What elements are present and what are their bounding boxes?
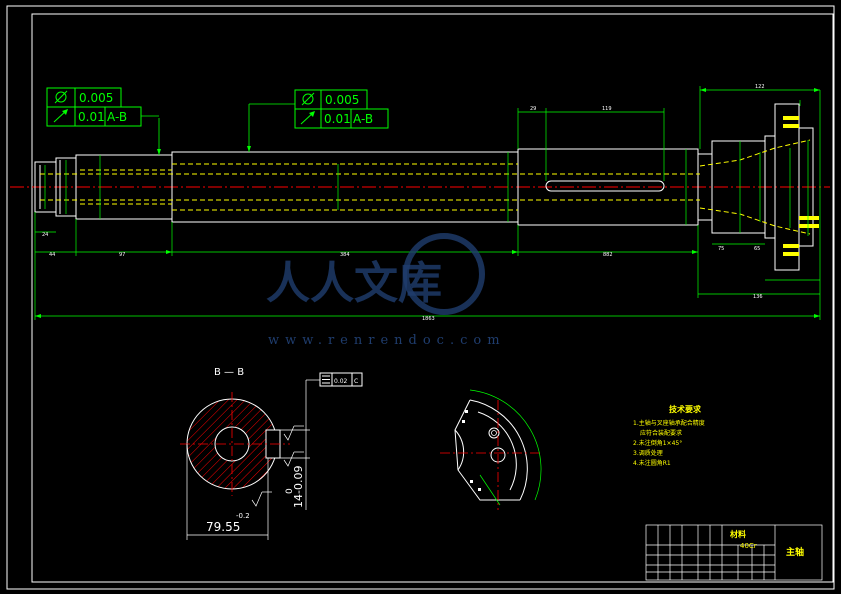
sym-tol: 0.02 bbox=[334, 378, 348, 385]
dim-65: 65 bbox=[754, 246, 760, 252]
watermark-logo-icon bbox=[403, 233, 485, 315]
note-item: 3.调质处理 bbox=[633, 449, 663, 457]
section-b-b: B — B 79.55 -0.2 14-0.09 0 bbox=[180, 367, 363, 540]
dim-75: 75 bbox=[718, 246, 724, 252]
dimension-texts: 24 44 97 384 882 136 1863 122 29 119 75 … bbox=[42, 84, 765, 322]
gdt-right-position-value: 0.01 bbox=[324, 112, 351, 126]
cylindricity-icon bbox=[55, 91, 67, 103]
dim-24: 24 bbox=[42, 232, 48, 238]
symmetry-icon bbox=[322, 375, 330, 384]
sym-datum: C bbox=[354, 378, 358, 385]
section-label: B — B bbox=[214, 367, 244, 378]
dim-44: 44 bbox=[49, 252, 55, 258]
gdt-left-position-value: 0.01 bbox=[78, 110, 105, 124]
gdt-left-datum: A-B bbox=[107, 110, 127, 124]
inner-border bbox=[31, 13, 834, 583]
keyway-slot bbox=[545, 180, 665, 192]
section-key-depth: 0 bbox=[285, 488, 295, 494]
technical-notes: 技术要求 1.主轴与叉座轴承配合精度 应符合装配要求 2.未注倒角1×45° 3… bbox=[633, 404, 705, 467]
note-item: 4.未注圆角R1 bbox=[633, 459, 671, 467]
dim-882: 882 bbox=[603, 252, 613, 258]
detail-view bbox=[440, 389, 542, 510]
outer-border bbox=[6, 5, 835, 590]
note-item: 应符合装配要求 bbox=[640, 429, 682, 437]
watermark-text: 人人文库 bbox=[266, 258, 442, 309]
dim-29: 29 bbox=[530, 106, 536, 112]
roughness-icon bbox=[251, 425, 304, 507]
dim-122: 122 bbox=[755, 84, 765, 90]
shaft-main-view bbox=[10, 103, 830, 271]
note-item: 1.主轴与叉座轴承配合精度 bbox=[633, 419, 705, 427]
material-label: 材料 bbox=[730, 529, 746, 539]
title-block bbox=[645, 524, 823, 581]
note-item: 2.未注倒角1×45° bbox=[633, 439, 682, 447]
dim-384: 384 bbox=[340, 252, 350, 258]
shaft-outline-lower bbox=[34, 210, 775, 239]
material-value: 40Cr bbox=[740, 542, 757, 550]
part-name: 主轴 bbox=[786, 546, 804, 558]
shaft-steps bbox=[34, 136, 766, 238]
cylindricity-icon bbox=[302, 93, 314, 105]
section-diameter: 79.55 bbox=[206, 520, 240, 534]
watermark-url: www.renrendoc.com bbox=[268, 333, 506, 348]
flange-holes bbox=[783, 116, 819, 256]
gdt-frame-left: 0.005 0.01 A-B bbox=[46, 87, 161, 155]
gdt-frame-right: 0.005 0.01 A-B bbox=[247, 89, 389, 152]
dimension-arrows bbox=[35, 88, 820, 318]
gdt-right-runout-value: 0.005 bbox=[325, 93, 359, 107]
gdt-left-runout-value: 0.005 bbox=[79, 91, 113, 105]
section-key-width: 14-0.09 bbox=[292, 466, 305, 508]
section-diameter-tol: -0.2 bbox=[236, 512, 250, 520]
dim-total: 1863 bbox=[422, 316, 435, 322]
dimension-lines bbox=[34, 86, 821, 320]
hidden-bore bbox=[40, 139, 811, 235]
notes-title: 技术要求 bbox=[669, 404, 702, 414]
dim-97: 97 bbox=[119, 252, 125, 258]
dim-136: 136 bbox=[753, 294, 763, 300]
watermark: 人人文库 www.renrendoc.com bbox=[266, 233, 506, 348]
dim-119: 119 bbox=[602, 106, 612, 112]
gdt-right-datum: A-B bbox=[353, 112, 373, 126]
flange-hub bbox=[798, 127, 814, 247]
